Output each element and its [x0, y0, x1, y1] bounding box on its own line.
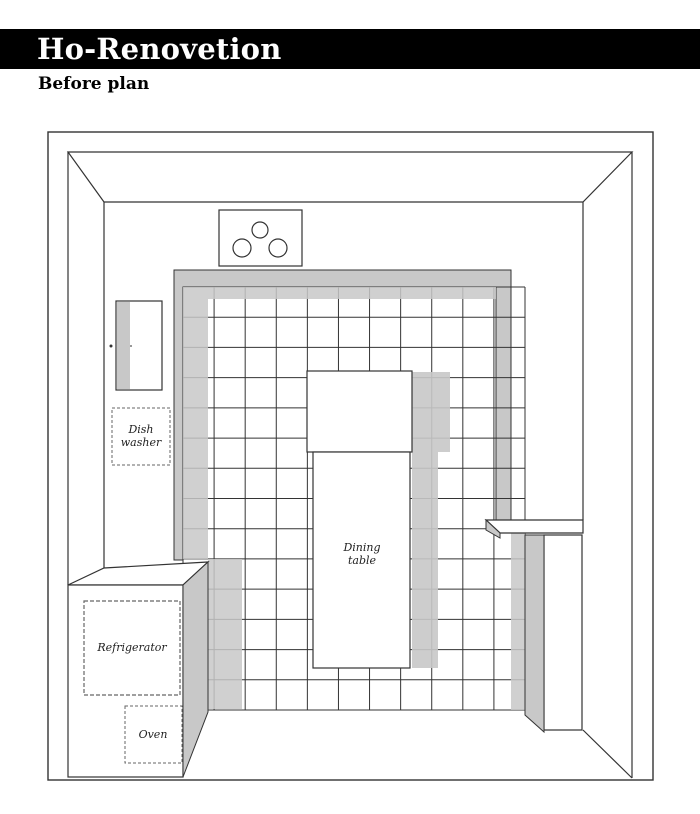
dining-table — [312, 451, 411, 669]
right-cabinet-side — [524, 534, 545, 734]
dishwasher-label-2: washer — [121, 436, 162, 449]
outer-wall — [47, 131, 654, 781]
floor-shadow — [511, 530, 525, 710]
floor-shadow — [183, 287, 208, 559]
counter-right — [484, 519, 584, 534]
cooktop — [218, 209, 303, 267]
dishwasher-label-1: Dish — [127, 423, 153, 436]
counter-right-side — [485, 518, 501, 539]
floor-shadow — [208, 559, 242, 709]
floor-shadow — [412, 452, 438, 668]
right-wall-lower — [582, 729, 633, 779]
burner — [232, 238, 252, 258]
fridge-cabinet — [67, 584, 184, 778]
page-subtitle: Before plan — [38, 74, 150, 94]
back-wall-top — [66, 151, 634, 203]
fridge-side — [182, 560, 209, 778]
oven-label: Oven — [139, 728, 168, 741]
dining-label-2: table — [348, 554, 377, 567]
burner — [268, 238, 288, 258]
floor-shadow — [208, 287, 496, 299]
table-head — [306, 370, 413, 453]
left-window — [109, 300, 163, 391]
floor-shadow — [412, 372, 450, 452]
dishwasher-outline — [111, 407, 171, 466]
oven-outline — [124, 705, 183, 764]
refrigerator-outline — [83, 600, 181, 696]
right-cabinet — [543, 534, 583, 731]
burner — [251, 221, 269, 239]
title-bar: Ho-Renovetion — [0, 29, 700, 69]
page-title: Ho-Renovetion — [37, 32, 282, 66]
dining-label-1: Dining — [342, 541, 380, 554]
refrigerator-label: Refrigerator — [96, 641, 167, 654]
